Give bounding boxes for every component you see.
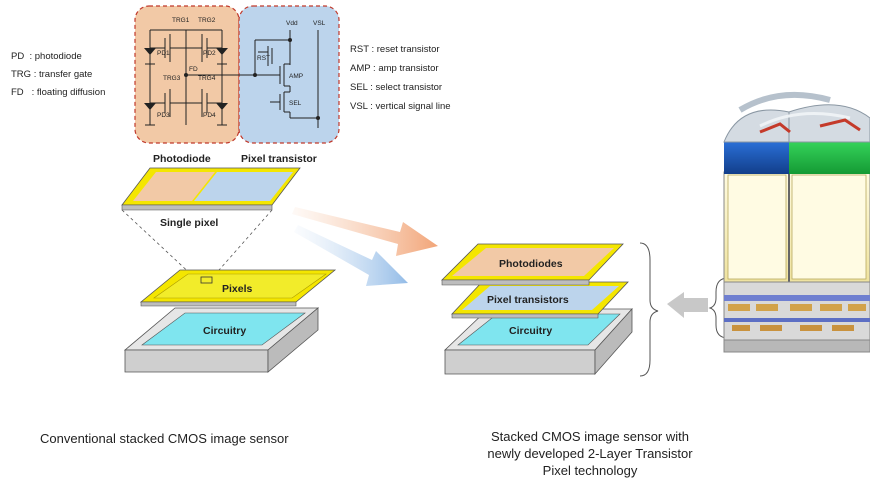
- legend-vsl: VSL : vertical signal line: [350, 101, 451, 112]
- pixel-transistors-side: [451, 313, 599, 319]
- pixel-transistors-inner: [462, 286, 619, 310]
- circuitry-layer: [141, 312, 306, 346]
- single-pixel-marker: [200, 276, 213, 284]
- legend-fd: FD : floating diffusion: [11, 87, 105, 98]
- fd-label: FD: [189, 66, 198, 73]
- circuit-schematic: TRG1 TRG2 TRG3 TRG4 PD1 PD2 PD3 PD4 FD: [134, 5, 340, 165]
- legend-rst-abbr: RST: [350, 44, 369, 55]
- trg4-label: TRG4: [198, 75, 216, 82]
- new-caption-line-3: Pixel technology: [542, 463, 638, 478]
- layers-brace: [639, 242, 659, 377]
- pixel-transistor-title: Pixel transistor: [241, 153, 317, 165]
- circuitry-base-front: [124, 349, 269, 373]
- new-circuitry-base-front: [444, 349, 596, 375]
- new-circuitry-base-right: [594, 307, 633, 376]
- conventional-caption: Conventional stacked CMOS image sensor: [40, 431, 289, 446]
- pixels-plate-inner: [153, 273, 327, 299]
- photodiodes-side: [441, 279, 590, 286]
- trg3-label: TRG3: [163, 75, 181, 82]
- legend-trg: TRG : transfer gate: [11, 69, 92, 80]
- pd4-label: PD4: [203, 112, 216, 119]
- legend-amp-abbr: AMP: [350, 63, 371, 74]
- legend-rst-desc: reset transistor: [376, 44, 440, 55]
- new-caption-line-2: newly developed 2-Layer Transistor: [487, 446, 693, 461]
- pixels-label: Pixels: [222, 283, 253, 295]
- transition-arrows: [292, 207, 438, 286]
- pd1-label: PD1: [157, 50, 170, 57]
- photodiode-title: Photodiode: [153, 153, 211, 165]
- photodiodes-label: Photodiodes: [499, 258, 563, 270]
- ground-symbols: [145, 63, 227, 126]
- legend-amp: AMP : amp transistor: [350, 63, 439, 74]
- legend-fd-abbr: FD: [11, 87, 24, 98]
- legend-amp-desc: amp transistor: [378, 63, 439, 74]
- sel-circuit-label: SEL: [289, 100, 302, 107]
- vsl-circuit-label: VSL: [313, 20, 326, 27]
- circuitry-base-right: [267, 307, 319, 373]
- pixel-transistors-label: Pixel transistors: [487, 294, 569, 306]
- single-pixel-photodiode-area: [133, 172, 215, 201]
- new-sensor-caption: Stacked CMOS image sensor with newly dev…: [440, 428, 740, 479]
- legend-trg-desc: transfer gate: [38, 69, 93, 80]
- new-caption-line-1: Stacked CMOS image sensor with: [491, 429, 689, 444]
- new-circuitry-label: Circuitry: [509, 325, 552, 337]
- legend-vsl-abbr: VSL: [350, 101, 368, 112]
- conventional-sensor: Single pixel Circuitry Pixels: [121, 167, 337, 373]
- legend-trg-sep: :: [31, 69, 39, 80]
- legend-pd-sep: :: [24, 51, 35, 62]
- single-pixel-label: Single pixel: [160, 217, 218, 229]
- photodiode-symbols: [144, 48, 228, 110]
- photo-brace: [708, 277, 729, 339]
- single-pixel-transistor-area: [194, 172, 293, 201]
- sensor-cell-illustration: [723, 91, 870, 353]
- photodiodes-inner: [452, 248, 614, 276]
- zoom-lines: [121, 209, 273, 279]
- transistor-nodes: [253, 38, 320, 120]
- amp-circuit-label: AMP: [289, 73, 303, 80]
- legend-sel-abbr: SEL: [350, 82, 368, 93]
- two-layer-sensor: Circuitry Pixel transistors Photodiodes: [441, 242, 659, 377]
- gray-left-arrow: [667, 292, 708, 318]
- legend-fd-desc: floating diffusion: [36, 87, 106, 98]
- legend-sel-sep: :: [367, 82, 376, 93]
- legend-vsl-desc: vertical signal line: [375, 101, 451, 112]
- pd2-label: PD2: [203, 50, 216, 57]
- legend-trg-abbr: TRG: [11, 69, 32, 80]
- circuitry-label: Circuitry: [203, 325, 246, 337]
- legend-pd-desc: photodiode: [34, 51, 82, 62]
- orange-arrow: [292, 207, 438, 256]
- legend-vsl-sep: :: [367, 101, 376, 112]
- rst-circuit-label: RST: [257, 55, 270, 62]
- legend-sel-desc: select transistor: [375, 82, 443, 93]
- legend-sel: SEL : select transistor: [350, 82, 442, 93]
- blue-arrow: [294, 225, 408, 286]
- legend-pd: PD : photodiode: [11, 51, 82, 62]
- legend-rst: RST : reset transistor: [350, 44, 440, 55]
- vdd-label: Vdd: [286, 20, 298, 27]
- transistor-wiring: [254, 30, 319, 128]
- trg1-label: TRG1: [172, 17, 190, 24]
- pixels-plate-side: [140, 301, 297, 307]
- legend-pd-abbr: PD: [11, 51, 25, 62]
- pd3-label: PD3: [157, 112, 170, 119]
- single-pixel-side: [121, 204, 273, 211]
- legend-amp-sep: :: [370, 63, 379, 74]
- trg2-label: TRG2: [198, 17, 216, 24]
- legend-fd-sep: :: [23, 87, 37, 98]
- legend-rst-sep: :: [368, 44, 377, 55]
